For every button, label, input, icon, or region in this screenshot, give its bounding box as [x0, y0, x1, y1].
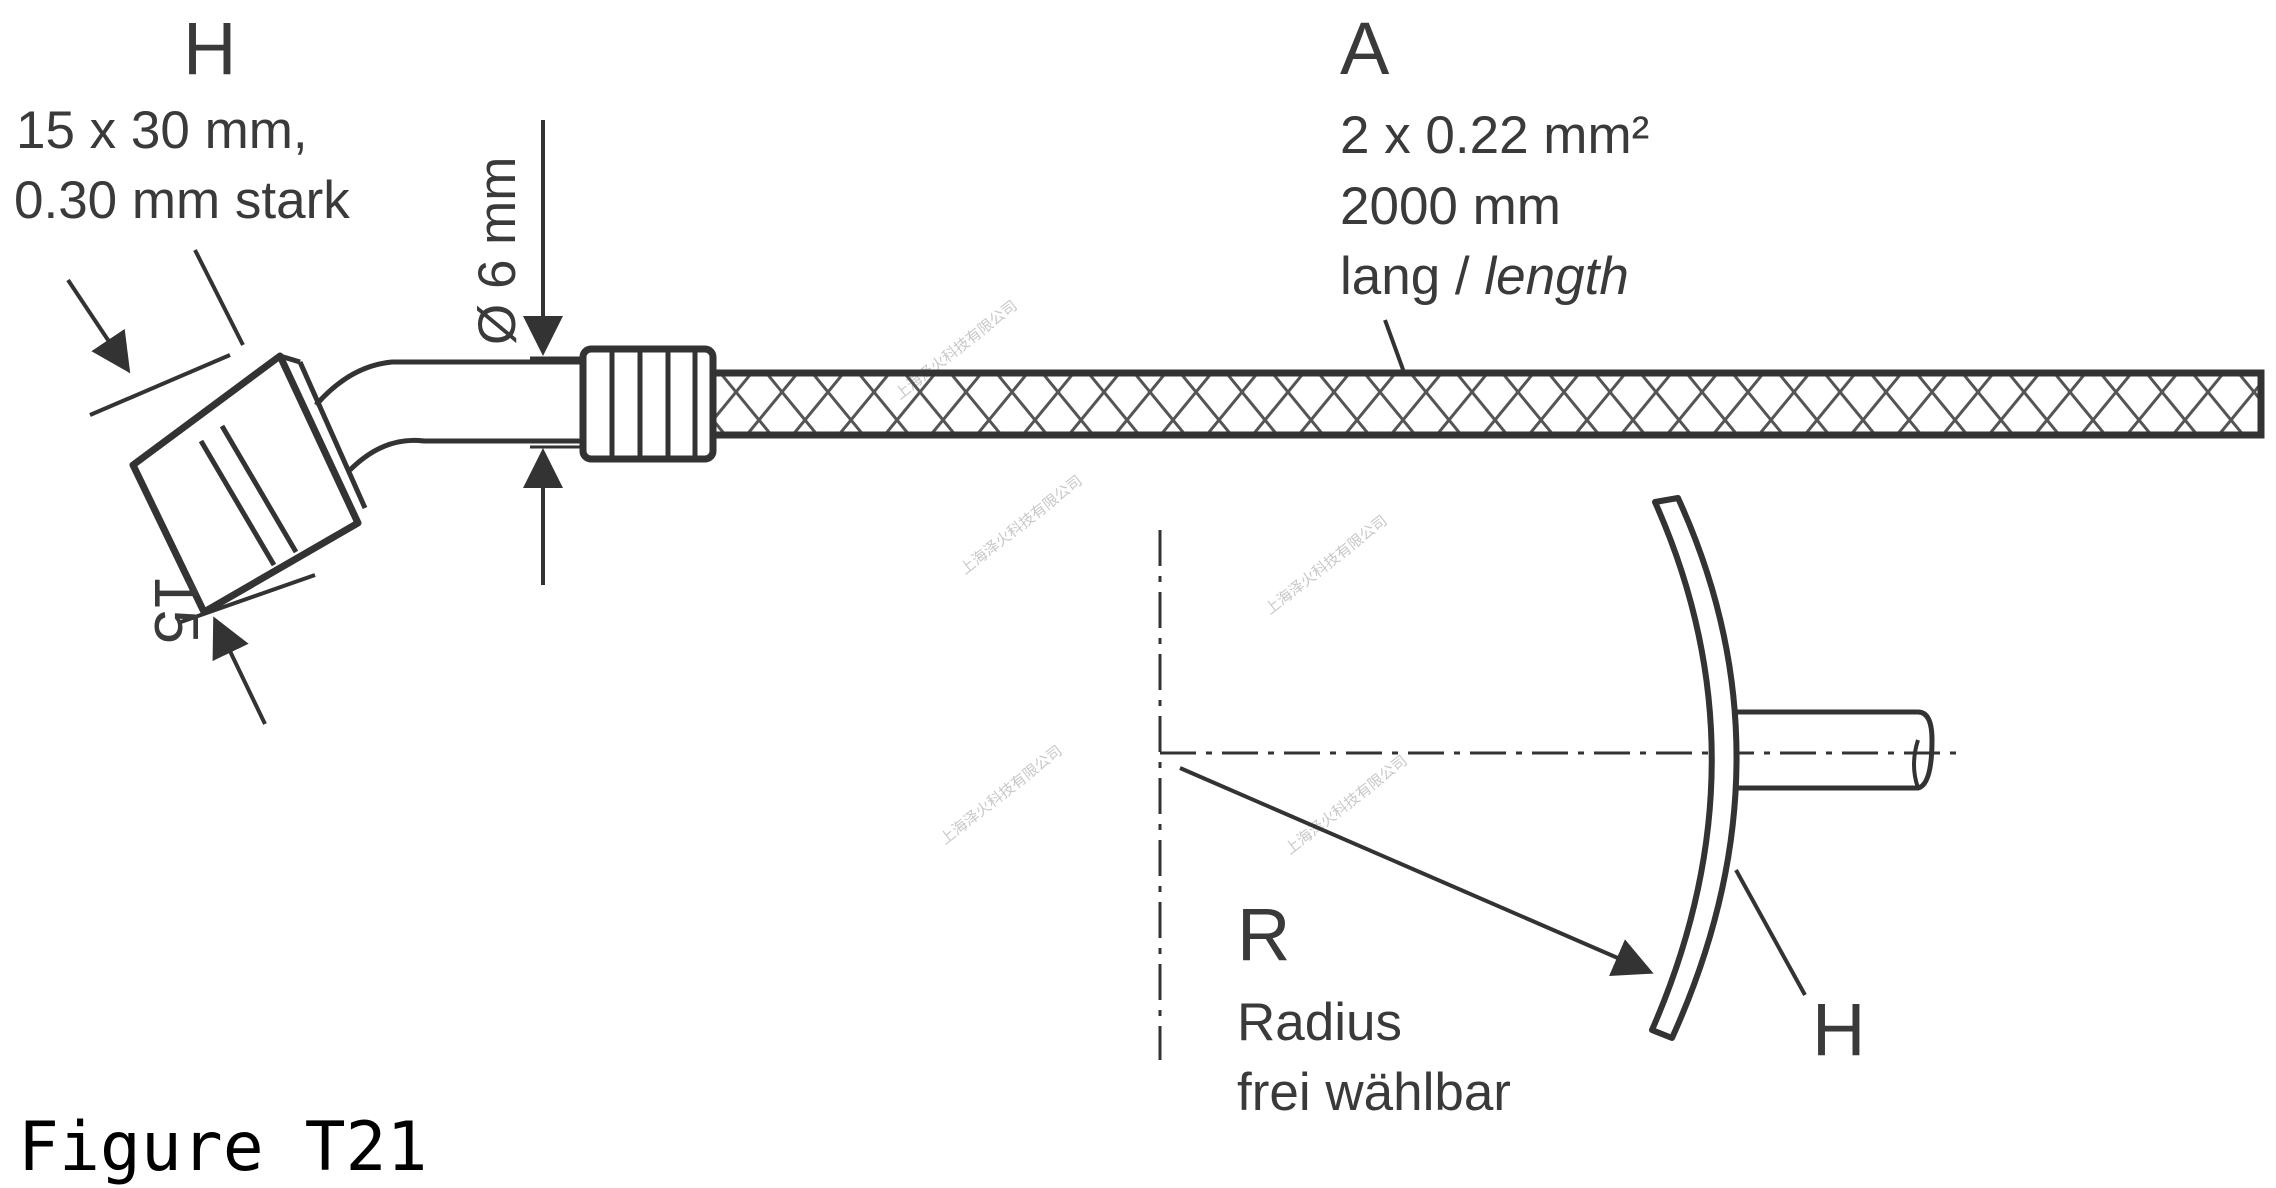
- label-h-dim1: 15 x 30 mm,: [16, 101, 308, 160]
- label-r-line2: frei wählbar: [1237, 1063, 1511, 1122]
- cable-sleeve: [579, 345, 717, 463]
- label-a-line2: 2000 mm: [1340, 177, 1561, 236]
- label-diameter: Ø 6 mm: [468, 157, 527, 345]
- detail-curved-plate: [1158, 495, 1965, 1060]
- label-a-letter: A: [1340, 7, 1390, 90]
- label-h-letter: H: [183, 7, 236, 90]
- dimension-15: [66, 278, 316, 725]
- label-a-length: length: [1484, 247, 1628, 306]
- label-r-line1: Radius: [1237, 993, 1402, 1052]
- label-a-line1: 2 x 0.22 mm²: [1340, 106, 1649, 165]
- braided-cable: [709, 369, 2265, 439]
- watermark: 上海泽火科技有限公司: [1261, 512, 1390, 619]
- watermark: 上海泽火科技有限公司: [956, 472, 1085, 579]
- bent-lead: [314, 359, 585, 472]
- label-r-letter: R: [1237, 893, 1290, 976]
- dimension-diameter: [523, 120, 585, 585]
- label-a-lang: lang /: [1340, 247, 1484, 306]
- leader-a: [1383, 319, 1407, 376]
- figure-caption: Figure T21: [18, 1108, 427, 1187]
- leader-h: [193, 249, 245, 346]
- sensor-head: [129, 352, 368, 616]
- label-h-detail: H: [1812, 988, 1865, 1071]
- label-a-line3: lang / length: [1340, 247, 1629, 306]
- label-width-15: 15: [141, 575, 210, 644]
- label-h-dim2: 0.30 mm stark: [14, 171, 350, 230]
- watermark: 上海泽火科技有限公司: [936, 742, 1065, 849]
